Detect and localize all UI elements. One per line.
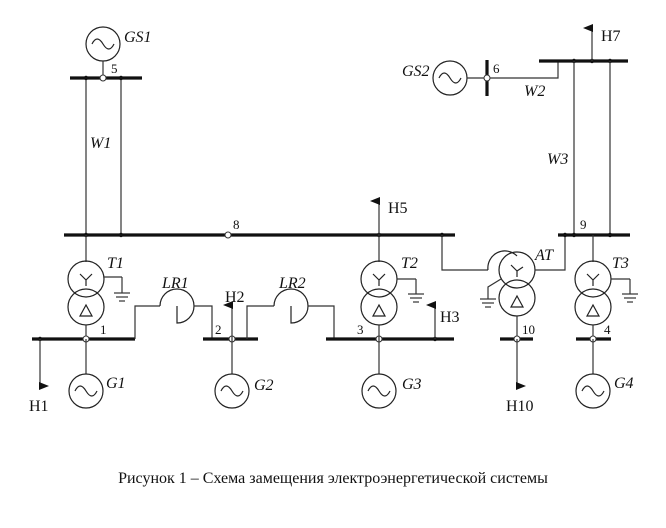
load-h1: H1 [29,339,49,415]
reactor-lr2: LR2 [246,275,335,339]
load-h5: H5 [370,197,408,235]
t2-label: T2 [401,255,418,272]
load-h2: H2 [223,289,245,339]
autotransformer-at: AT [441,235,566,339]
line-w3: W3 [547,61,611,235]
g1-label: G1 [106,375,126,392]
h2-label: H2 [225,289,245,306]
line-w2: W2 [490,61,559,100]
t3-label: T3 [612,255,629,272]
g3-label: G3 [402,376,422,393]
h3-label: H3 [440,309,460,326]
h10-label: H10 [506,398,534,415]
lr2-label: LR2 [278,275,306,292]
gs1-label: GS1 [124,29,152,46]
node-10-label: 10 [522,322,535,337]
w3-label: W3 [547,151,568,168]
load-h10: H10 [506,339,534,415]
transformer-t1: T1 [67,235,130,339]
node-4-label: 4 [604,322,611,337]
node-9-label: 9 [580,217,587,232]
w1-label: W1 [90,135,111,152]
h5-label: H5 [388,200,408,217]
reactor-lr1: LR1 [134,275,213,339]
gs2-label: GS2 [402,63,430,80]
node-2-label: 2 [215,322,222,337]
generator-g2: G2 [214,339,274,409]
node-3-label: 3 [357,322,364,337]
generator-gs2: GS2 [402,60,487,96]
g4-label: G4 [614,375,634,392]
generator-g4: G4 [575,339,634,409]
load-h3: H3 [426,301,460,339]
generator-g3: G3 [361,339,422,409]
w2-label: W2 [524,83,545,100]
node-5-label: 5 [111,61,118,76]
node-6-label: 6 [493,61,500,76]
node-8-label: 8 [233,217,240,232]
h7-label: H7 [601,28,621,45]
at-label: AT [534,247,554,264]
t1-label: T1 [107,255,124,272]
lr1-label: LR1 [161,275,189,292]
transformer-t2: T2 [360,235,424,339]
node-1-label: 1 [100,322,107,337]
figure-caption: Рисунок 1 – Схема замещения электроэнерг… [118,470,548,487]
line-w1: W1 [83,75,124,235]
generator-g1: G1 [68,339,126,409]
load-h7: H7 [583,24,621,61]
h1-label: H1 [29,398,49,415]
g2-label: G2 [254,377,274,394]
generator-gs1: GS1 [85,26,152,78]
